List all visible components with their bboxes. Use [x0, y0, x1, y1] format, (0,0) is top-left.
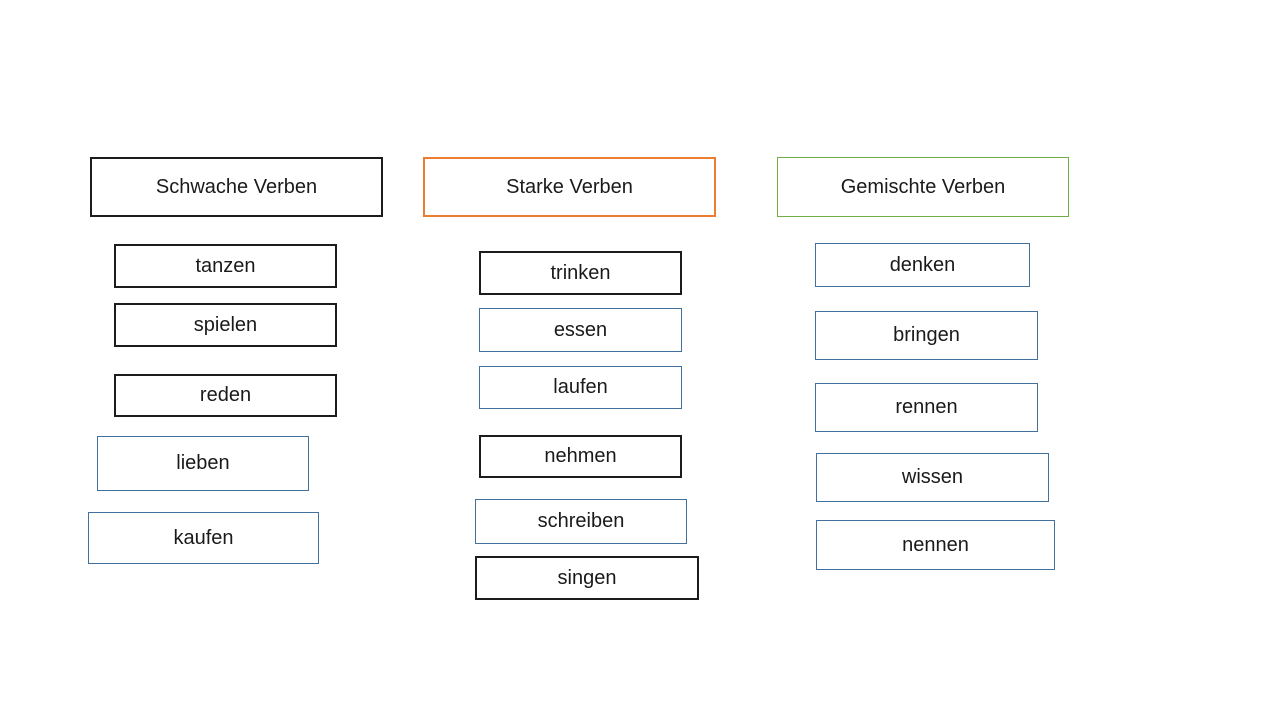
column-header-label: Starke Verben: [506, 175, 633, 198]
verb-label: laufen: [553, 376, 608, 398]
verb-box-kaufen[interactable]: kaufen: [88, 512, 319, 564]
verb-label: tanzen: [195, 254, 256, 277]
verb-box-reden[interactable]: reden: [114, 374, 337, 417]
verb-box-schreiben[interactable]: schreiben: [475, 499, 687, 544]
verb-box-wissen[interactable]: wissen: [816, 453, 1049, 502]
column-header-label: Gemischte Verben: [840, 175, 1006, 198]
verb-box-spielen[interactable]: spielen: [114, 303, 337, 347]
column-header-starke-verben: Starke Verben: [423, 157, 716, 217]
verb-label: essen: [553, 318, 608, 341]
verb-box-bringen[interactable]: bringen: [815, 311, 1038, 360]
verb-box-trinken[interactable]: trinken: [479, 251, 682, 295]
verb-label: singen: [557, 566, 617, 589]
verb-label: nennen: [902, 533, 969, 556]
verb-label: reden: [199, 384, 252, 406]
column-header-gemischte-verben: Gemischte Verben: [777, 157, 1069, 217]
verb-box-rennen[interactable]: rennen: [815, 383, 1038, 432]
verb-label: wissen: [901, 466, 964, 488]
verb-label: lieben: [176, 452, 230, 474]
verb-label: denken: [889, 253, 956, 276]
verb-label: trinken: [550, 261, 611, 284]
verb-label: kaufen: [173, 526, 234, 549]
verb-box-essen[interactable]: essen: [479, 308, 682, 352]
verb-box-lieben[interactable]: lieben: [97, 436, 309, 491]
column-header-schwache-verben: Schwache Verben: [90, 157, 383, 217]
verb-box-tanzen[interactable]: tanzen: [114, 244, 337, 288]
verb-box-denken[interactable]: denken: [815, 243, 1030, 287]
verb-box-nennen[interactable]: nennen: [816, 520, 1055, 570]
column-header-label: Schwache Verben: [155, 175, 318, 198]
verb-box-nehmen[interactable]: nehmen: [479, 435, 682, 478]
verb-box-singen[interactable]: singen: [475, 556, 699, 600]
verb-label: schreiben: [537, 510, 625, 532]
verb-label: nehmen: [544, 445, 617, 467]
verb-label: rennen: [895, 396, 958, 418]
verb-box-laufen[interactable]: laufen: [479, 366, 682, 409]
verb-label: spielen: [193, 313, 258, 336]
verb-label: bringen: [893, 324, 960, 346]
